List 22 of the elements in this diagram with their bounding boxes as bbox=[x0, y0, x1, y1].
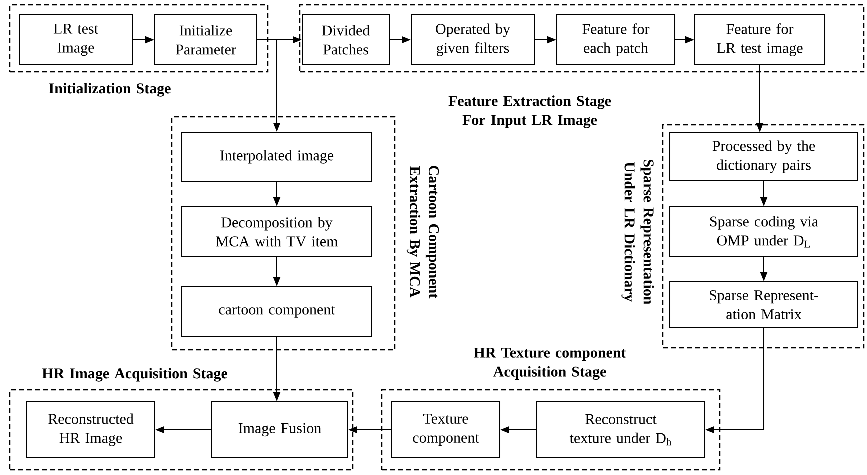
process-box: Operated by given filters bbox=[411, 14, 535, 66]
stage-title: Sparse Representation Under LR Dictionary bbox=[622, 160, 654, 305]
process-box: Feature for LR test image bbox=[694, 14, 826, 66]
process-box: Reconstruct texture under D$_{h}$ bbox=[536, 402, 706, 458]
process-box: Processed by the dictionary pairs bbox=[670, 132, 858, 182]
stage-title: HR Texture component Acquisition Stage bbox=[474, 348, 626, 380]
process-box: Interpolated image bbox=[182, 132, 372, 182]
process-box: Initialize Parameter bbox=[154, 14, 258, 66]
process-box: Image Fusion bbox=[212, 402, 348, 458]
process-box: Reconstructed HR Image bbox=[26, 402, 156, 458]
process-box: Decomposition by MCA with TV item bbox=[182, 206, 372, 258]
process-box: Feature for each patch bbox=[556, 14, 676, 66]
stage-title: Initialization Stage bbox=[49, 83, 171, 97]
process-box: Divided Patches bbox=[302, 14, 390, 66]
stage-title: Cartoon Component Extraction By MCA bbox=[406, 166, 440, 299]
process-box: Sparse Represent-ation Matrix bbox=[670, 282, 858, 328]
stage-title: HR Image Acquisition Stage bbox=[42, 368, 228, 382]
process-box: Texture component bbox=[392, 402, 500, 458]
process-box: cartoon component bbox=[182, 286, 372, 338]
process-box: LR test Image bbox=[19, 14, 133, 66]
process-box: Sparse coding via OMP under D$_{L}$ bbox=[670, 206, 858, 258]
stage-title: Feature Extraction Stage For Input LR Image bbox=[448, 96, 612, 128]
